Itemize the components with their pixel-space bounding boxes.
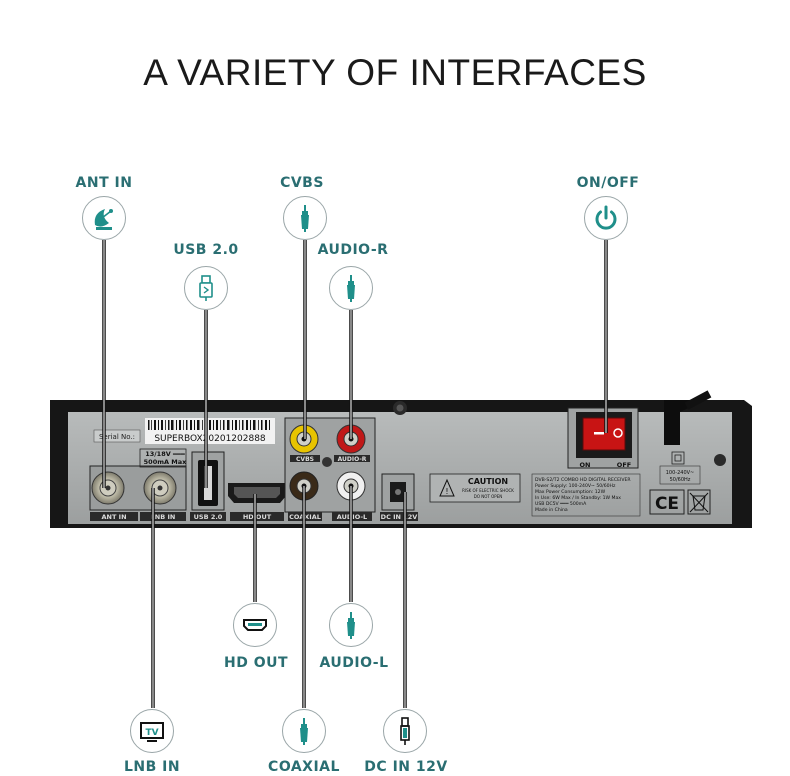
rca-plug-icon — [347, 275, 355, 302]
rca-plug-icon — [300, 718, 308, 745]
label-audio-l: AUDIO-L — [319, 655, 389, 671]
badge-audio-l — [329, 603, 373, 647]
svg-text:!: ! — [445, 487, 448, 496]
serial-label: Serial No.: — [99, 433, 135, 441]
badge-hd-out — [233, 603, 277, 647]
label-hd-out: HD OUT — [223, 655, 289, 671]
badge-usb — [184, 266, 228, 310]
port-label-lnb-in: LNB IN — [151, 513, 176, 521]
badge-ant-in — [82, 196, 126, 240]
port-label-ant-in: ANT IN — [101, 513, 126, 521]
hdmi-port: HD OUT — [228, 483, 286, 521]
serial-number: SUPERBOX20201202888 — [154, 434, 266, 444]
usb-port: USB 2.0 — [190, 451, 226, 521]
lnb-power-rating: 13/18V ═══ — [145, 450, 185, 458]
caution-line2: DO NOT OPEN — [474, 494, 502, 499]
caution-line1: RISK OF ELECTRIC SHOCK — [462, 488, 514, 493]
usb-plug-icon — [199, 275, 213, 301]
weee-bin-icon — [687, 489, 711, 515]
mains-rating-2: 50/60Hz — [670, 477, 691, 483]
dc-in-port: DC IN 12V — [380, 473, 418, 521]
dc-plug-icon — [400, 717, 410, 745]
switch-off-label: OFF — [617, 461, 631, 469]
headline: A VARIETY OF INTERFACES — [143, 52, 647, 93]
hdmi-port-icon — [243, 619, 267, 631]
port-label-usb: USB 2.0 — [194, 513, 223, 521]
spec-line-1: Power Supply: 100-240V~ 50/60Hz — [535, 483, 616, 489]
badge-dc-in — [383, 709, 427, 753]
spec-line-5: Made in China — [535, 507, 568, 513]
svg-text:TV: TV — [145, 728, 158, 738]
label-on-off: ON/OFF — [576, 175, 640, 191]
label-dc-in: DC IN 12V — [364, 759, 448, 775]
spec-line-2: Max Power Consumption: 12W — [535, 489, 606, 495]
label-ant-in: ANT IN — [75, 175, 133, 191]
badge-lnb-in: TV — [130, 709, 174, 753]
port-label-audio-r: AUDIO-R — [338, 456, 367, 463]
rca-ports: CVBS AUDIO-R COAXIAL AUDIO-L — [284, 417, 376, 521]
badge-audio-r — [329, 266, 373, 310]
switch-on-label: ON — [580, 461, 591, 469]
caution-label: ! CAUTION RISK OF ELECTRIC SHOCK DO NOT … — [429, 473, 521, 503]
leader-lines — [102, 240, 608, 708]
label-lnb-in: LNB IN — [123, 759, 181, 775]
label-cvbs: CVBS — [280, 175, 324, 191]
spec-label: DVB-S2/T2 COMBO HD DIGITAL RECEIVER Powe… — [531, 473, 641, 517]
label-usb: USB 2.0 — [173, 242, 239, 258]
badge-on-off — [584, 196, 628, 240]
spec-line-4: USB DC5V ═══ 500mA — [535, 501, 587, 507]
rca-plug-icon — [301, 205, 309, 232]
lnb-current-rating: 500mA Max — [144, 458, 187, 466]
caution-title: CAUTION — [468, 477, 508, 486]
port-label-hd-out: HD OUT — [243, 513, 272, 521]
spec-line-0: DVB-S2/T2 COMBO HD DIGITAL RECEIVER — [535, 477, 631, 483]
power-icon — [595, 205, 617, 230]
rca-plug-icon — [347, 612, 355, 639]
mains-rating-1: 100-240V~ — [666, 470, 695, 476]
badge-cvbs — [283, 196, 327, 240]
serial-sticker: Serial No.: SUPERBOX — [93, 418, 275, 444]
satellite-dish-icon — [94, 209, 113, 230]
tv-icon: TV — [140, 722, 164, 742]
label-coaxial: COAXIAL — [268, 759, 340, 775]
port-label-cvbs: CVBS — [296, 456, 314, 463]
label-audio-r: AUDIO-R — [317, 242, 389, 258]
ce-mark: CE — [655, 494, 679, 514]
badge-coaxial — [282, 709, 326, 753]
spec-line-3: In Use: 6W Max / In Standby: 1W Max — [535, 495, 621, 501]
port-label-dc-in: DC IN 12V — [381, 513, 418, 521]
power-switch: ON OFF — [567, 407, 639, 469]
rating-marks: 100-240V~ 50/60Hz CE — [649, 451, 711, 515]
